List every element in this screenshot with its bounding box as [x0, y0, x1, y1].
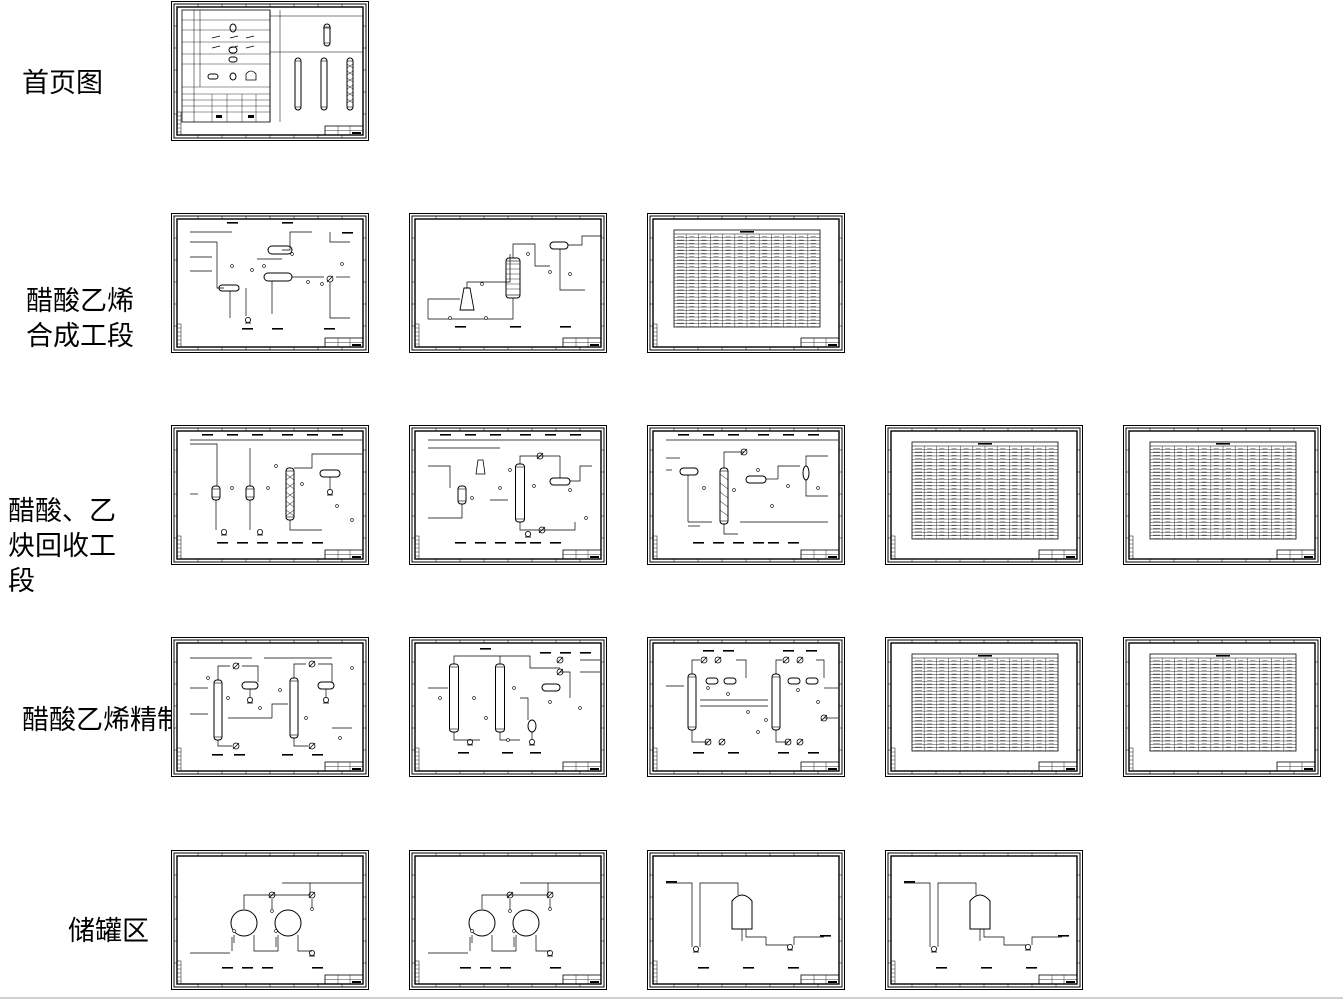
drawing-preview: [649, 427, 843, 563]
drawing-preview: [173, 639, 367, 775]
drawing-thumbnail-recovery-4[interactable]: [885, 425, 1083, 565]
drawing-thumbnail-refining-3[interactable]: [647, 637, 845, 777]
drawing-preview: [411, 852, 605, 988]
drawing-preview: [1125, 427, 1319, 563]
drawing-preview: [411, 639, 605, 775]
drawing-thumbnail-refining-5[interactable]: [1123, 637, 1321, 777]
drawing-thumbnail-recovery-5[interactable]: [1123, 425, 1321, 565]
drawing-thumbnail-synthesis-3[interactable]: [647, 213, 845, 353]
drawing-thumbnail-synthesis-2[interactable]: [409, 213, 607, 353]
drawing-preview: [887, 427, 1081, 563]
drawing-thumbnail-synthesis-1[interactable]: [171, 213, 369, 353]
drawing-thumbnail-storage-3[interactable]: [647, 850, 845, 990]
drawing-thumbnail-recovery-2[interactable]: [409, 425, 607, 565]
section-label-storage: 储罐区: [68, 916, 149, 947]
bottom-divider: [0, 997, 1343, 999]
drawing-thumbnail-refining-1[interactable]: [171, 637, 369, 777]
drawing-preview: [173, 852, 367, 988]
drawing-preview: [649, 852, 843, 988]
section-label-synthesis: 醋酸乙烯合成工段: [26, 286, 134, 353]
drawing-thumbnail-storage-1[interactable]: [171, 850, 369, 990]
drawing-thumbnail-storage-2[interactable]: [409, 850, 607, 990]
drawing-preview: [411, 427, 605, 563]
drawing-preview: [173, 427, 367, 563]
drawing-preview: [649, 215, 843, 351]
drawing-thumbnail-recovery-3[interactable]: [647, 425, 845, 565]
drawing-thumbnail-refining-4[interactable]: [885, 637, 1083, 777]
drawing-preview: [649, 639, 843, 775]
drawing-preview: [887, 852, 1081, 988]
drawing-thumbnail-home-1[interactable]: [171, 1, 369, 141]
drawing-preview: [411, 215, 605, 351]
drawing-thumbnail-recovery-1[interactable]: [171, 425, 369, 565]
section-label-recovery: 醋酸、乙炔回收工段: [8, 496, 116, 598]
drawing-preview: [1125, 639, 1319, 775]
drawing-thumbnail-storage-4[interactable]: [885, 850, 1083, 990]
drawing-preview: [887, 639, 1081, 775]
section-label-home: 首页图: [22, 68, 103, 99]
drawing-thumbnail-refining-2[interactable]: [409, 637, 607, 777]
drawing-preview: [173, 215, 367, 351]
drawing-preview: [173, 3, 367, 139]
